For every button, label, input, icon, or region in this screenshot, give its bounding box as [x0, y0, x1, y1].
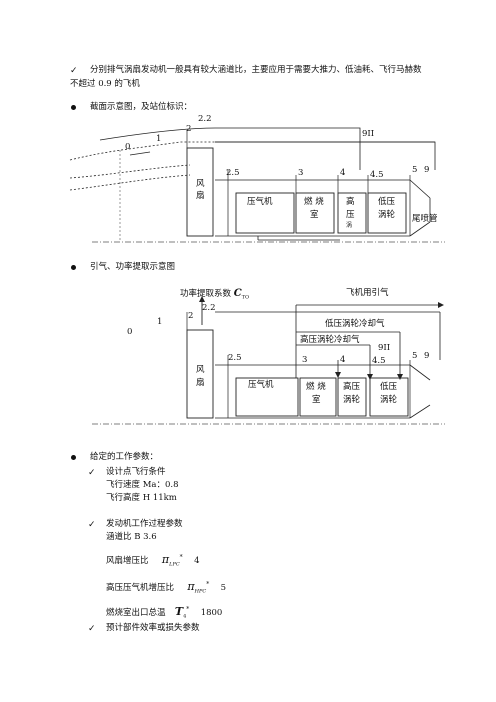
lpt-label-2: 涡轮 — [378, 210, 396, 220]
hpt-cooling-label: 高压涡轮冷却气 — [300, 335, 360, 345]
compressor-label: 压气机 — [247, 197, 273, 207]
lpt-label-1: 低压 — [378, 197, 396, 207]
station-4-5: 4.5 — [370, 170, 384, 180]
station-2-2: 2.2 — [202, 303, 216, 313]
power-extraction-label: 功率提取系数 CTO — [180, 289, 249, 301]
fan-pr-symbol: π — [161, 552, 170, 566]
station-4-5: 4.5 — [372, 356, 386, 366]
bullet-dot — [71, 265, 76, 270]
flight-mach: 飞行速度 Ma：0.8 — [106, 480, 179, 490]
hpt-label-2: 涡轮 — [343, 395, 361, 405]
station-9: 9 — [424, 351, 430, 361]
station-3: 3 — [298, 168, 304, 178]
power-extraction-text: 功率提取系数 — [180, 289, 232, 299]
station-1: 1 — [156, 134, 162, 144]
station-4: 4 — [340, 355, 346, 365]
station-1: 1 — [157, 317, 163, 327]
station-5: 5 — [412, 351, 418, 361]
hpt-label-1: 高 — [346, 197, 355, 207]
station-9: 9 — [424, 165, 430, 175]
station-3: 3 — [302, 355, 308, 365]
lpt-label-2: 涡轮 — [380, 395, 398, 405]
hpt-label-3: 涡 — [346, 222, 353, 229]
station-2: 2 — [188, 311, 194, 321]
station-4: 4 — [340, 168, 346, 178]
fan-pr-label: 风扇增压比 — [106, 555, 149, 566]
station-0: 0 — [125, 142, 131, 152]
compressor-label: 压气机 — [248, 380, 274, 390]
fan-label-2: 扇 — [196, 191, 205, 201]
hpc-pressure-ratio: 高压压气机增压比 πHPC* 5 — [106, 579, 227, 595]
t4-symbol: T — [174, 604, 184, 618]
section1-title: 截面示意图，及站位标识： — [90, 102, 193, 112]
station-2-2: 2.2 — [198, 114, 212, 124]
bullet-dot — [71, 455, 76, 460]
t4-label: 燃烧室出口总温 — [106, 607, 166, 618]
hpt-label-1: 高压 — [343, 382, 361, 392]
check-icon: ✓ — [70, 66, 78, 76]
losses-heading: 预计部件效率或损失参数 — [106, 623, 200, 633]
t4-value: 1800 — [200, 607, 223, 618]
power-subscript: TO — [241, 294, 250, 301]
hpc-pr-label: 高压压气机增压比 — [106, 582, 175, 593]
hpc-pr-subscript: HPC — [194, 588, 207, 595]
intro-line-1: 分别排气涡扇发动机一般具有较大涵道比，主要应用于需要大推力、低油耗、飞行马赫数 — [90, 65, 422, 75]
station-2-5: 2.5 — [226, 168, 240, 178]
section2-title: 引气、功率提取示意图 — [90, 262, 176, 272]
lpt-cooling-label: 低压涡轮冷却气 — [325, 319, 385, 329]
power-symbol: C — [233, 288, 242, 299]
hpc-pr-symbol: π — [187, 579, 195, 593]
check-icon: ✓ — [88, 520, 96, 530]
burner-label-1: 燃 烧 — [306, 382, 326, 392]
station-9II: 9II — [378, 343, 391, 353]
burner-label-1: 燃 烧 — [304, 197, 324, 207]
burner-exit-temp: 燃烧室出口总温 T4* 1800 — [106, 604, 223, 620]
station-5: 5 — [412, 165, 418, 175]
station-0: 0 — [127, 327, 133, 337]
engine-heading: 发动机工作过程参数 — [106, 519, 183, 529]
station-9II: 9II — [362, 129, 375, 139]
hpt-label-2: 压 — [346, 210, 355, 220]
check-icon: ✓ — [88, 624, 96, 634]
fan-label-2: 扇 — [196, 378, 205, 388]
station-2-5: 2.5 — [228, 353, 242, 363]
fan-label-1: 风 — [196, 179, 205, 189]
intro-line-2: 不超过 0.9 的飞机 — [70, 79, 140, 89]
nozzle-label: 尾喷管 — [412, 214, 438, 224]
design-point-heading: 设计点飞行条件 — [106, 467, 166, 477]
station-2: 2 — [186, 124, 192, 134]
section3-title: 给定的工作参数： — [90, 452, 159, 462]
fan-pr-value: 4 — [194, 555, 200, 566]
fan-label-1: 风 — [196, 365, 205, 375]
lpt-label-1: 低压 — [380, 382, 398, 392]
flight-altitude: 飞行高度 H 11km — [106, 493, 177, 503]
check-icon: ✓ — [88, 468, 96, 478]
fan-pressure-ratio: 风扇增压比 πLPC* 4 — [106, 552, 200, 568]
hpc-pr-value: 5 — [220, 582, 227, 593]
burner-label-2: 室 — [310, 210, 319, 220]
bypass-ratio: 涵道比 B 3.6 — [106, 532, 157, 542]
burner-label-2: 室 — [312, 395, 321, 405]
bullet-dot — [71, 105, 76, 110]
aircraft-bleed-label: 飞机用引气 — [346, 288, 389, 298]
fan-pr-subscript: LPC — [169, 561, 180, 568]
t4-subscript: 4 — [183, 613, 187, 620]
